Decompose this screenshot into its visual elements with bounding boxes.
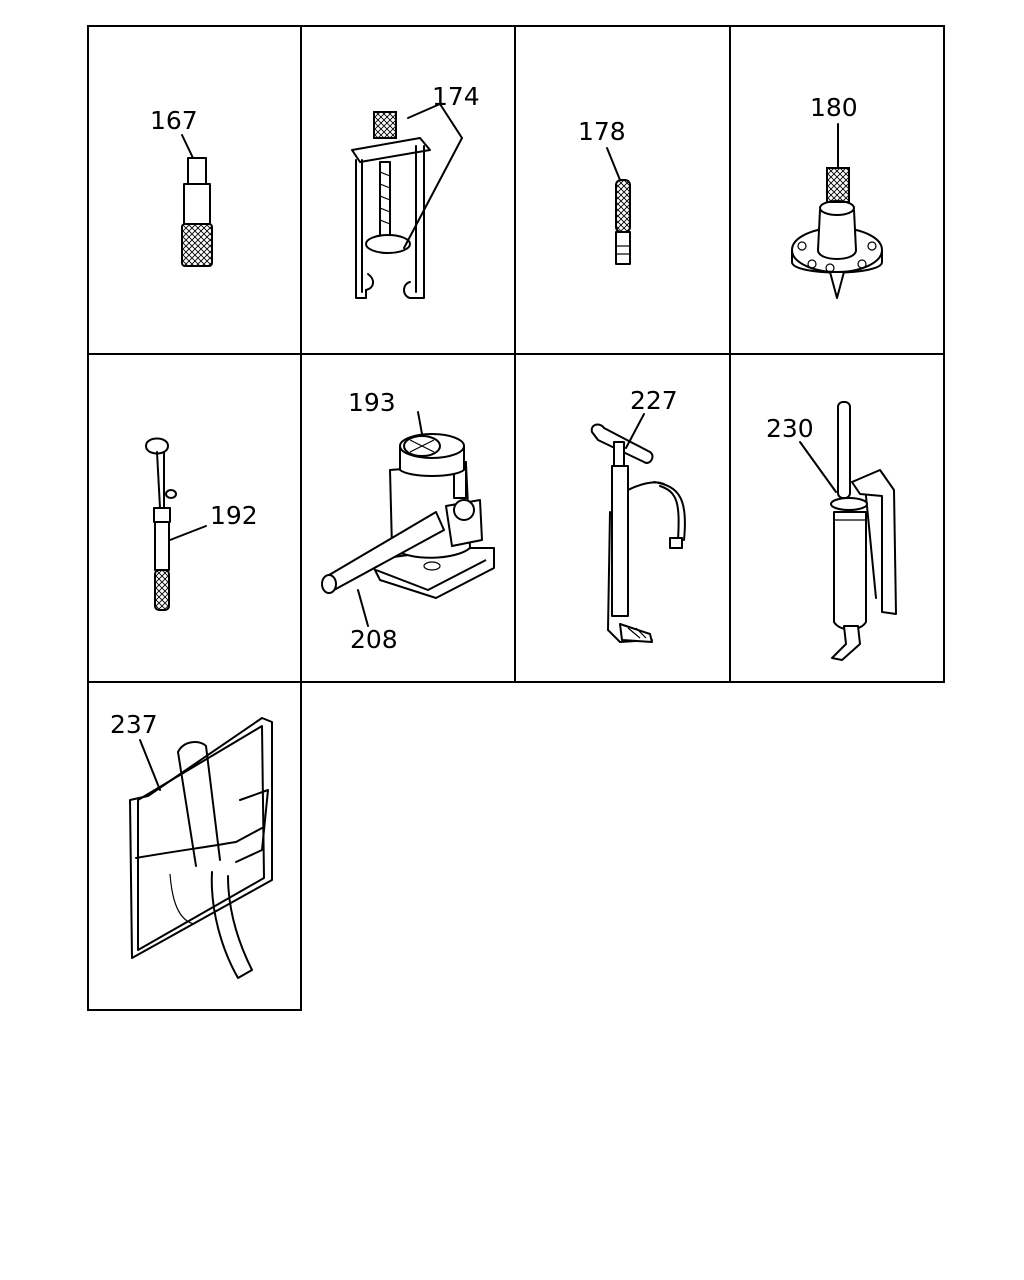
part-label-227: 227 (630, 386, 678, 415)
part-167-drawing (181, 134, 213, 267)
part-193-208-drawing (321, 411, 495, 627)
part-180-drawing (791, 123, 883, 299)
part-label-178: 178 (578, 117, 626, 146)
part-label-192: 192 (210, 501, 258, 530)
part-label-230: 230 (766, 414, 814, 443)
grid-frame (87, 25, 945, 1011)
part-174-drawing (351, 103, 463, 299)
part-label-193: 193 (348, 388, 396, 417)
part-label-208: 208 (350, 625, 398, 654)
part-label-180: 180 (810, 93, 858, 122)
part-178-drawing (606, 147, 631, 265)
part-label-167: 167 (150, 106, 198, 135)
part-237-drawing (129, 717, 273, 979)
part-label-237: 237 (110, 710, 158, 739)
part-label-174: 174 (432, 82, 480, 111)
part-230-drawing (799, 401, 897, 661)
part-227-drawing (590, 413, 686, 643)
part-192-drawing (145, 437, 207, 611)
